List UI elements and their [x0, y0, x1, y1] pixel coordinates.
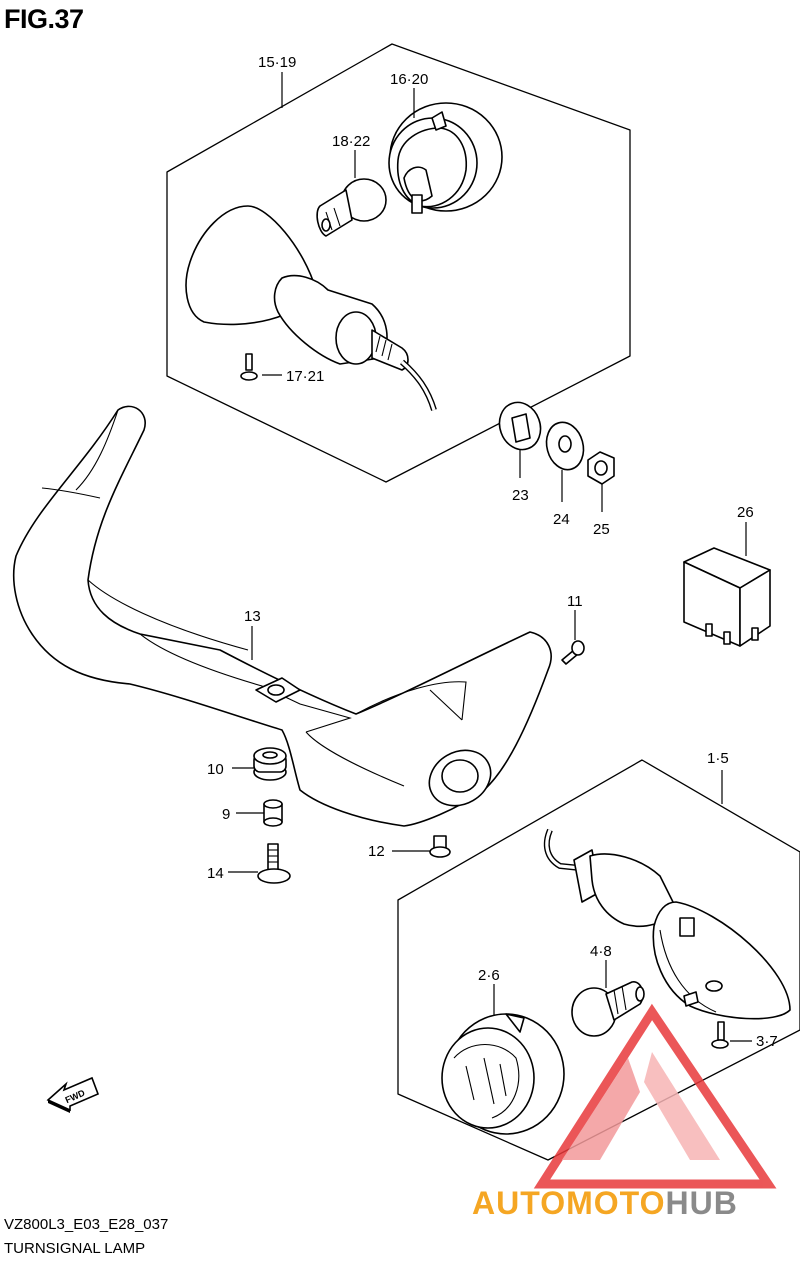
- collar-9: [236, 799, 283, 827]
- label-11: 11: [567, 593, 583, 610]
- fwd-arrow-icon: FWD: [46, 1076, 100, 1113]
- label-12: 12: [368, 843, 385, 860]
- label-18-22: 18·22: [332, 133, 370, 150]
- upper-housing: [185, 205, 437, 411]
- bracket-13: [12, 405, 552, 827]
- label-25: 25: [593, 521, 610, 538]
- label-9: 9: [222, 806, 230, 823]
- label-17-21: 17·21: [286, 368, 324, 385]
- label-2-6: 2·6: [478, 967, 500, 984]
- screw-17-21: [240, 353, 282, 381]
- watermark-text-automoto: AUTOMOTO: [472, 1185, 665, 1221]
- screw-3-7: [711, 1021, 752, 1049]
- relay-26: [683, 522, 771, 647]
- label-16-20: 16·20: [390, 71, 428, 88]
- label-23: 23: [512, 487, 529, 504]
- lower-lens-2-6: [441, 984, 565, 1135]
- washer-24: [545, 421, 585, 502]
- grommet-10: [232, 747, 287, 781]
- label-3-7: 3·7: [756, 1033, 778, 1050]
- label-13: 13: [244, 608, 261, 625]
- label-14: 14: [207, 865, 224, 882]
- nut-12: [392, 835, 451, 858]
- label-10: 10: [207, 761, 224, 778]
- watermark-text-hub: HUB: [665, 1185, 737, 1221]
- label-24: 24: [553, 511, 570, 528]
- figure-name: TURNSIGNAL LAMP: [4, 1240, 146, 1257]
- figure-title: FIG.37: [4, 4, 84, 34]
- label-1-5: 1·5: [707, 750, 729, 767]
- upper-assembly-box: [166, 43, 631, 483]
- nut-25: [587, 451, 615, 512]
- watermark-triangle-logo: [533, 1003, 777, 1189]
- label-26: 26: [737, 504, 754, 521]
- upper-lens-16-20: [388, 88, 503, 214]
- upper-bulb-18-22: [316, 150, 387, 237]
- label-4-8: 4·8: [590, 943, 612, 960]
- label-15-19: 15·19: [258, 54, 296, 71]
- figure-code: VZ800L3_E03_E28_037: [4, 1216, 169, 1233]
- bolt-14: [228, 843, 291, 884]
- washer-23: [498, 401, 542, 478]
- screw-11: [561, 610, 585, 665]
- watermark-text: AUTOMOTOHUB: [472, 1185, 738, 1221]
- lower-housing: [543, 828, 791, 1020]
- lower-bulb-4-8: [571, 960, 645, 1037]
